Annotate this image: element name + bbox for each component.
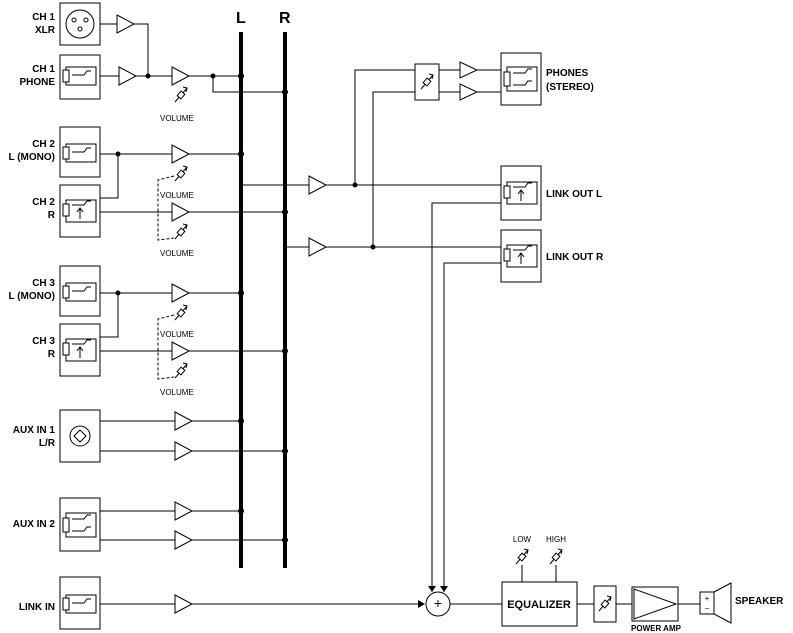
- ch3-input: CH 3 L (MONO) CH 3 R VOLUME VOLUME: [9, 265, 288, 397]
- ch3-volume-label-1: VOLUME: [160, 330, 194, 339]
- output-chain: + EQUALIZER LOW HIGH POWER AMP + − SPEAK…: [425, 535, 784, 633]
- ch3-l-label-1: CH 3: [32, 278, 55, 289]
- bus-output-left: [241, 69, 501, 195]
- ch2-l-label-2: L (MONO): [9, 152, 55, 163]
- equalizer-label: EQUALIZER: [507, 599, 571, 611]
- phone-jack-icon: [62, 143, 97, 163]
- ch1-xlr-label-2: XLR: [35, 25, 56, 36]
- ch1-xlr-input: CH 1 XLR: [32, 2, 149, 76]
- headphone-jack-icon: [503, 66, 538, 92]
- speaker-plus: +: [705, 594, 710, 603]
- svg-text:+: +: [434, 595, 442, 611]
- phones-label-1: PHONES: [546, 68, 589, 79]
- ch2-volume-label-1: VOLUME: [160, 191, 194, 200]
- mini-jack-icon: [69, 425, 91, 447]
- ch3-r-label-1: CH 3: [32, 336, 55, 347]
- ch1-phone-label-2: PHONE: [19, 77, 55, 88]
- power-amp-label: POWER AMP: [631, 624, 682, 633]
- ch2-l-label-1: CH 2: [32, 139, 55, 150]
- eq-high-knob-icon: [549, 548, 563, 565]
- link-out-l-label: LINK OUT L: [546, 189, 602, 200]
- link-in-label: LINK IN: [19, 602, 55, 613]
- stereo-phone-jack-icon: [62, 512, 97, 538]
- ch3-r-label-2: R: [48, 349, 56, 360]
- bus-output-right: [285, 91, 501, 257]
- ch1-volume-knob-icon: [174, 86, 188, 103]
- ch1-xlr-label-1: CH 1: [32, 12, 55, 23]
- ch2-r-label-2: R: [48, 210, 56, 221]
- speaker-icon: + −: [699, 582, 732, 624]
- phones-output: PHONES (STEREO): [414, 52, 594, 106]
- ch1-phone-label-1: CH 1: [32, 64, 55, 75]
- phone-jack-switched-icon: [62, 199, 97, 223]
- speaker-minus: −: [705, 604, 710, 613]
- ch1-volume-label: VOLUME: [160, 114, 194, 123]
- link-out-r-output: LINK OUT R: [443, 229, 604, 592]
- ch3-volume-label-2: VOLUME: [160, 388, 194, 397]
- phone-jack-switched-icon: [503, 181, 538, 205]
- phone-jack-icon: [62, 594, 97, 614]
- ch2-volume-label-2: VOLUME: [160, 249, 194, 258]
- phones-label-2: (STEREO): [546, 82, 594, 93]
- ch2-input: CH 2 L (MONO) CH 2 R VOLUME VOLUME: [9, 126, 288, 258]
- bus-right-label: R: [279, 10, 291, 27]
- eq-low-label: LOW: [513, 535, 532, 544]
- ch3-l-label-2: L (MONO): [9, 291, 55, 302]
- aux2-label: AUX IN 2: [13, 519, 56, 530]
- eq-low-knob-icon: [515, 548, 529, 565]
- link-out-l-output: LINK OUT L: [431, 165, 602, 592]
- phone-jack-switched-icon: [62, 338, 97, 362]
- aux-in-1-input: AUX IN 1 L/R: [13, 409, 288, 463]
- phone-jack-icon: [62, 66, 97, 86]
- speaker-label: SPEAKER: [735, 596, 784, 607]
- aux-in-2-input: AUX IN 2: [13, 497, 288, 552]
- ch2-r-label-1: CH 2: [32, 197, 55, 208]
- eq-high-label: HIGH: [546, 535, 566, 544]
- link-in-input: LINK IN: [19, 576, 425, 630]
- aux1-label-1: AUX IN 1: [13, 425, 56, 436]
- phone-jack-switched-icon: [503, 244, 538, 268]
- link-out-r-label: LINK OUT R: [546, 252, 604, 263]
- bus-left-label: L: [236, 10, 246, 27]
- xlr-connector-icon: [65, 9, 95, 39]
- ch1-phone-input: CH 1 PHONE VOLUME: [19, 54, 288, 123]
- phone-jack-icon: [62, 282, 97, 302]
- aux1-label-2: L/R: [39, 438, 56, 449]
